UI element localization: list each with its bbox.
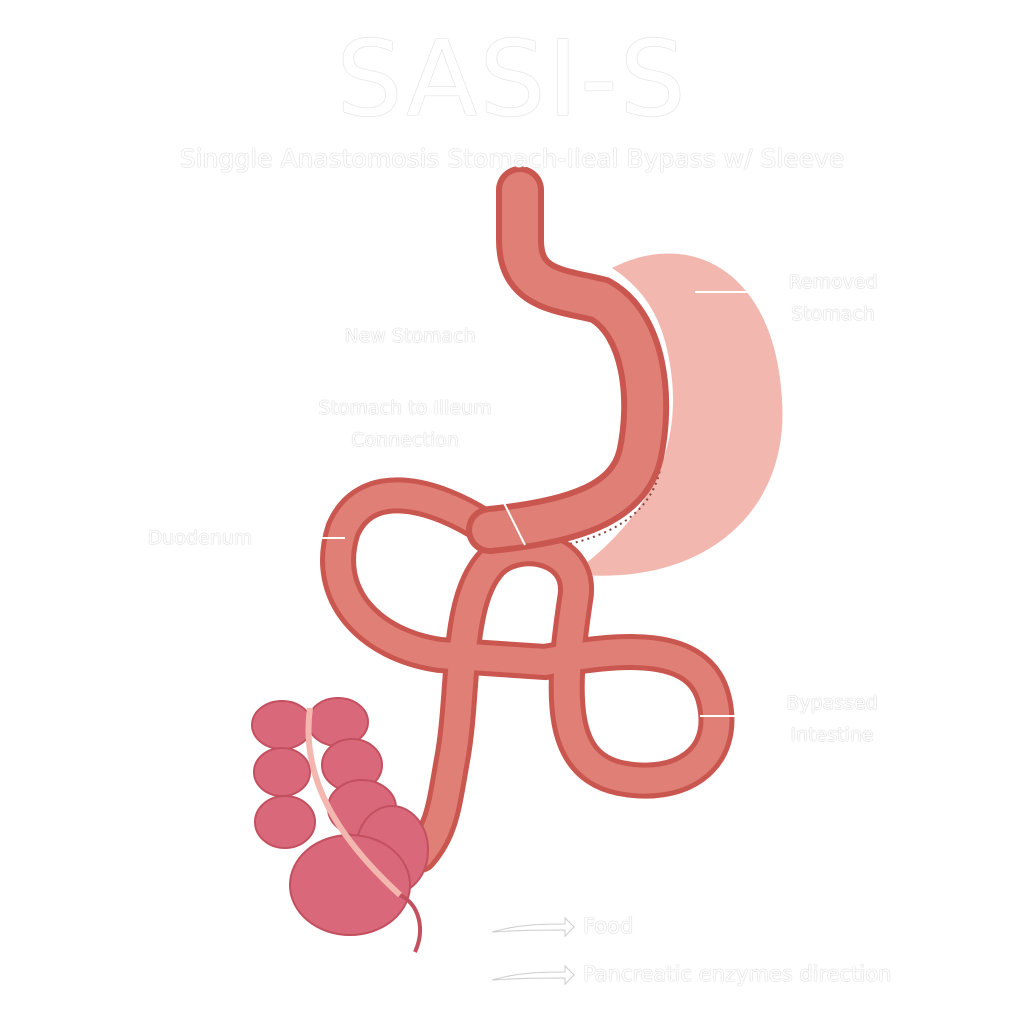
- intestine: [320, 166, 735, 873]
- subtitle: Singgle Anastomosis Stomach-Ileal Bypass…: [179, 144, 845, 173]
- page-title: SASI-S: [336, 18, 688, 140]
- legend-arrows: [491, 916, 575, 986]
- leader-lines: [315, 291, 770, 717]
- label-line: Stomach to Illeum: [318, 397, 492, 419]
- label-new-stomach: New Stomach: [344, 325, 476, 347]
- colon: [251, 697, 429, 953]
- food-arrow-icon: [491, 916, 575, 938]
- label-line: Stomach: [791, 303, 875, 325]
- legend-food: Food: [583, 914, 634, 938]
- removed-stomach: [572, 253, 783, 576]
- label-line: Intestine: [790, 724, 874, 746]
- label-duodenum: Duodenum: [147, 527, 253, 549]
- label-line: Connection: [351, 429, 459, 451]
- enzymes-arrow-icon: [491, 964, 575, 986]
- label-line: Removed: [788, 271, 878, 293]
- legend-enzymes: Pancreatic enzymes direction: [583, 962, 892, 986]
- label-line: Bypassed: [786, 692, 878, 714]
